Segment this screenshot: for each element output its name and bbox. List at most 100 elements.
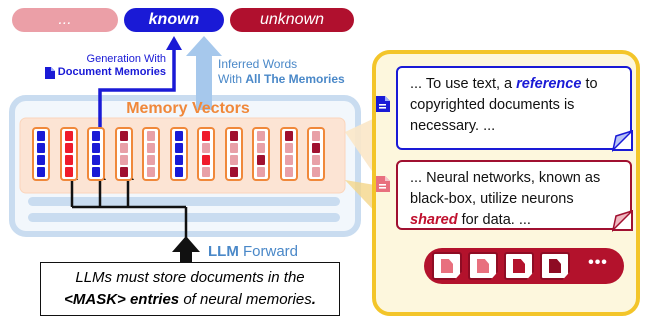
memory-cell <box>257 155 265 165</box>
memory-vector <box>114 127 133 181</box>
memory-vector <box>142 127 160 181</box>
doc2-before: ... Neural networks, known as black-box,… <box>410 170 601 207</box>
memory-cell <box>312 143 320 153</box>
memory-cell <box>174 155 183 165</box>
memory-cell <box>119 143 128 153</box>
memory-cell <box>229 155 238 165</box>
doc2-after: for data. ... <box>457 212 531 228</box>
memory-vector <box>169 127 188 181</box>
memory-cell <box>119 167 128 177</box>
memory-cell <box>37 167 45 177</box>
mini-document-icon <box>504 252 534 280</box>
input-line2-end: . <box>311 291 316 308</box>
llm-forward-arrow <box>172 236 200 262</box>
memory-cell <box>312 155 320 165</box>
memory-cell <box>119 155 128 165</box>
llm-forward-label: LLM Forward <box>208 243 298 260</box>
memory-cell <box>92 143 100 153</box>
memory-vectors-title: Memory Vectors <box>126 100 250 117</box>
memory-cell <box>257 143 265 153</box>
memory-vector <box>252 127 270 181</box>
input-line2: <MASK> entries of neural memories. <box>41 289 339 311</box>
memory-cell <box>257 167 265 177</box>
memory-cell <box>37 131 45 141</box>
input-line1: LLMs must store documents in the <box>75 269 305 286</box>
llm-forward-bold: LLM <box>208 243 239 260</box>
generation-arrow <box>98 48 176 139</box>
memory-cell <box>64 143 73 153</box>
doc1-after: to copyrighted documents is necessary. .… <box>410 76 598 134</box>
memory-cell <box>174 131 183 141</box>
memory-cell <box>257 131 265 141</box>
unknown-pill: unknown <box>230 8 354 32</box>
inferred-arrow <box>186 36 222 110</box>
memory-cell <box>229 167 238 177</box>
memory-cell <box>64 155 73 165</box>
known-pill: known <box>124 8 224 32</box>
memory-row-1 <box>28 197 340 206</box>
generation-label: Generation With Document Memories <box>26 53 166 79</box>
inferred-label-line2: With All The Memories <box>218 72 368 87</box>
memory-cell <box>37 155 45 165</box>
memory-cell <box>202 155 210 165</box>
memory-cell <box>284 143 293 153</box>
memory-cell <box>37 143 45 153</box>
memory-row-2 <box>28 213 340 222</box>
doc1-before: ... To use text, a <box>410 76 517 92</box>
generation-label-line2-row: Document Memories <box>26 66 166 79</box>
memory-cell <box>284 167 293 177</box>
input-tree <box>70 178 188 262</box>
memory-cell <box>119 131 128 141</box>
document-icon <box>441 259 453 273</box>
memory-cell <box>147 143 155 153</box>
memory-cell <box>92 155 100 165</box>
memory-cell <box>174 143 183 153</box>
memory-cell <box>284 155 293 165</box>
document-bubble-2: ... Neural networks, known as black-box,… <box>396 160 632 230</box>
memory-cell <box>312 167 320 177</box>
generation-label-line2: Document Memories <box>57 66 166 78</box>
mini-document-icon <box>432 252 462 280</box>
memory-cell <box>147 131 155 141</box>
memory-vector <box>197 127 215 181</box>
mini-document-icon <box>468 252 498 280</box>
memory-cell <box>202 167 210 177</box>
memory-vector <box>279 127 298 181</box>
ellipsis-pill: ... <box>12 8 118 32</box>
more-documents-ellipsis: ••• <box>588 254 608 271</box>
document-icon <box>44 66 55 79</box>
inferred-label-bold: All The Memories <box>245 72 345 86</box>
document-bubble-1: ... To use text, a reference to copyrigh… <box>396 66 632 150</box>
memory-cell <box>202 131 210 141</box>
memory-vector <box>307 127 325 181</box>
memory-cell <box>147 167 155 177</box>
document-icon <box>376 96 390 112</box>
document-icon <box>376 176 390 192</box>
memory-vector <box>224 127 243 181</box>
doc1-highlight: reference <box>516 76 582 92</box>
memory-cell <box>92 167 100 177</box>
inferred-label-prefix: With <box>218 72 246 86</box>
memory-vector <box>87 127 105 181</box>
memory-cell <box>312 131 320 141</box>
memory-vector <box>32 127 50 181</box>
ellipsis-pill-text: ... <box>58 11 72 28</box>
memory-cell <box>284 131 293 141</box>
memory-cell <box>64 131 73 141</box>
input-line2-rest: of neural memories <box>179 291 312 308</box>
inferred-label-line1: Inferred Words <box>218 57 298 71</box>
memory-cell <box>174 167 183 177</box>
llm-forward-rest: Forward <box>238 243 299 260</box>
doc2-highlight: shared <box>410 212 458 228</box>
bubble-fold-2 <box>612 210 633 232</box>
memory-cell <box>202 143 210 153</box>
mini-document-icon <box>540 252 570 280</box>
document-icon <box>477 259 489 273</box>
generation-label-line1: Generation With <box>86 53 166 65</box>
memory-cell <box>229 131 238 141</box>
inferred-label: Inferred Words With All The Memories <box>218 57 368 87</box>
unknown-pill-text: unknown <box>259 11 325 28</box>
memory-cell <box>92 131 100 141</box>
bubble-fold-1 <box>612 130 633 152</box>
known-pill-text: known <box>148 11 200 28</box>
